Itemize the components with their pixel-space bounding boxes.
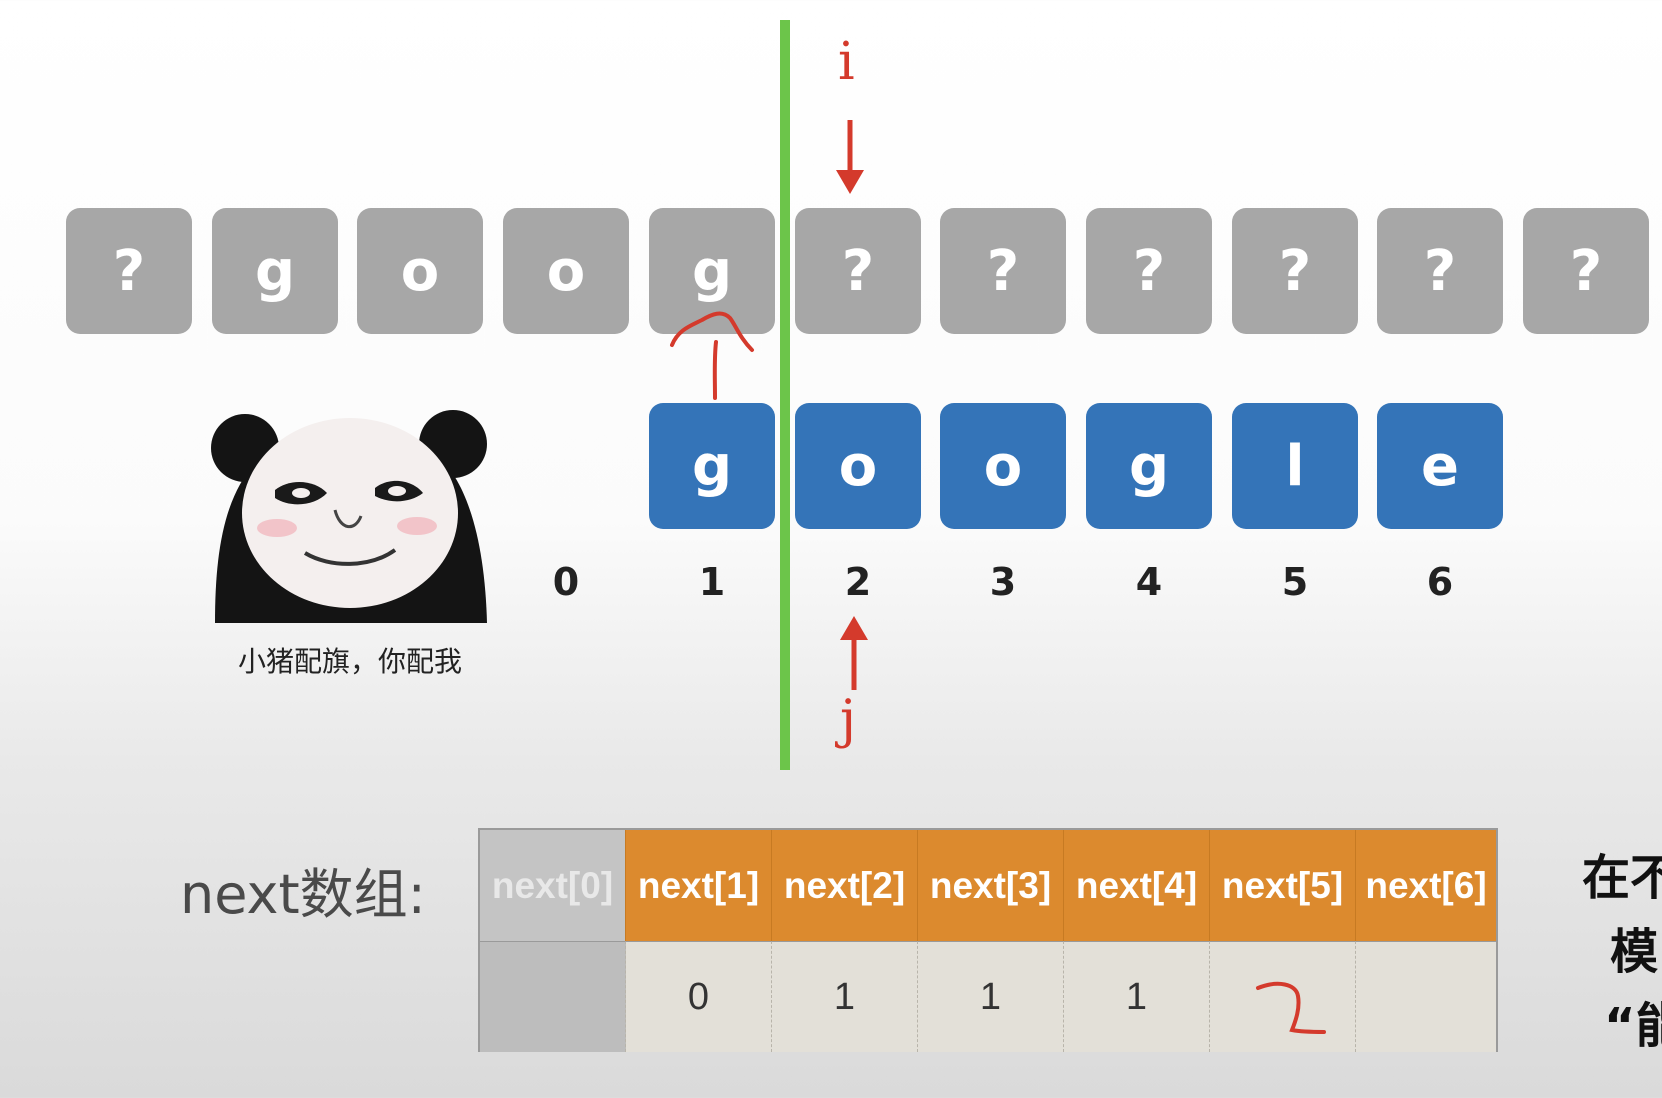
- next-header: next[1]: [626, 830, 772, 941]
- pointer-i-arrow: [836, 120, 864, 194]
- next-header: next[6]: [1356, 830, 1496, 941]
- index-label: 0: [552, 560, 580, 604]
- text-cell: o: [503, 208, 629, 334]
- pointer-j-arrow: [840, 616, 868, 690]
- text-cell: ?: [66, 208, 192, 334]
- text-cell: ?: [1086, 208, 1212, 334]
- panda-meme-image: [205, 398, 495, 628]
- text-cell: ?: [1232, 208, 1358, 334]
- next-value: 1: [772, 941, 918, 1052]
- text-cell: g: [649, 208, 775, 334]
- side-text-line: 模: [1610, 924, 1659, 980]
- index-label: 3: [989, 560, 1017, 604]
- pointer-i-label: i: [838, 32, 855, 92]
- next-header: next[2]: [772, 830, 918, 941]
- side-text-line: “能: [1604, 998, 1662, 1054]
- next-value: 0: [626, 941, 772, 1052]
- pattern-cell: o: [795, 403, 921, 529]
- index-label: 6: [1426, 560, 1454, 604]
- next-header: next[5]: [1210, 830, 1356, 941]
- next-header: next[0]: [480, 830, 626, 941]
- text-cell: ?: [940, 208, 1066, 334]
- text-cell: g: [212, 208, 338, 334]
- text-cell: ?: [1523, 208, 1649, 334]
- pointer-j-label: j: [840, 690, 857, 750]
- next-array-table: next[0] next[1] next[2] next[3] next[4] …: [478, 828, 1498, 1052]
- index-label: 1: [698, 560, 726, 604]
- next-value: [480, 941, 626, 1052]
- next-value: 1: [1064, 941, 1210, 1052]
- pattern-cell: g: [649, 403, 775, 529]
- next-header: next[4]: [1064, 830, 1210, 941]
- index-label: 5: [1281, 560, 1309, 604]
- index-label: 2: [844, 560, 872, 604]
- next-value: 1: [918, 941, 1064, 1052]
- pattern-cell: g: [1086, 403, 1212, 529]
- text-cell: ?: [1377, 208, 1503, 334]
- pattern-cell: e: [1377, 403, 1503, 529]
- text-cell: o: [357, 208, 483, 334]
- index-label: 4: [1135, 560, 1163, 604]
- meme-caption: 小猪配旗，你配我: [237, 645, 462, 678]
- next-value: [1356, 941, 1496, 1052]
- hand-annotation-two: [1256, 981, 1326, 1034]
- side-text-line: 在不: [1582, 850, 1662, 906]
- pattern-cell: o: [940, 403, 1066, 529]
- hand-annotation-arc: [670, 311, 754, 400]
- next-value: [1210, 941, 1356, 1052]
- next-array-label: next数组:: [180, 863, 426, 926]
- text-cell: ?: [795, 208, 921, 334]
- pattern-cell: l: [1232, 403, 1358, 529]
- next-header: next[3]: [918, 830, 1064, 941]
- divider-line: [780, 20, 790, 770]
